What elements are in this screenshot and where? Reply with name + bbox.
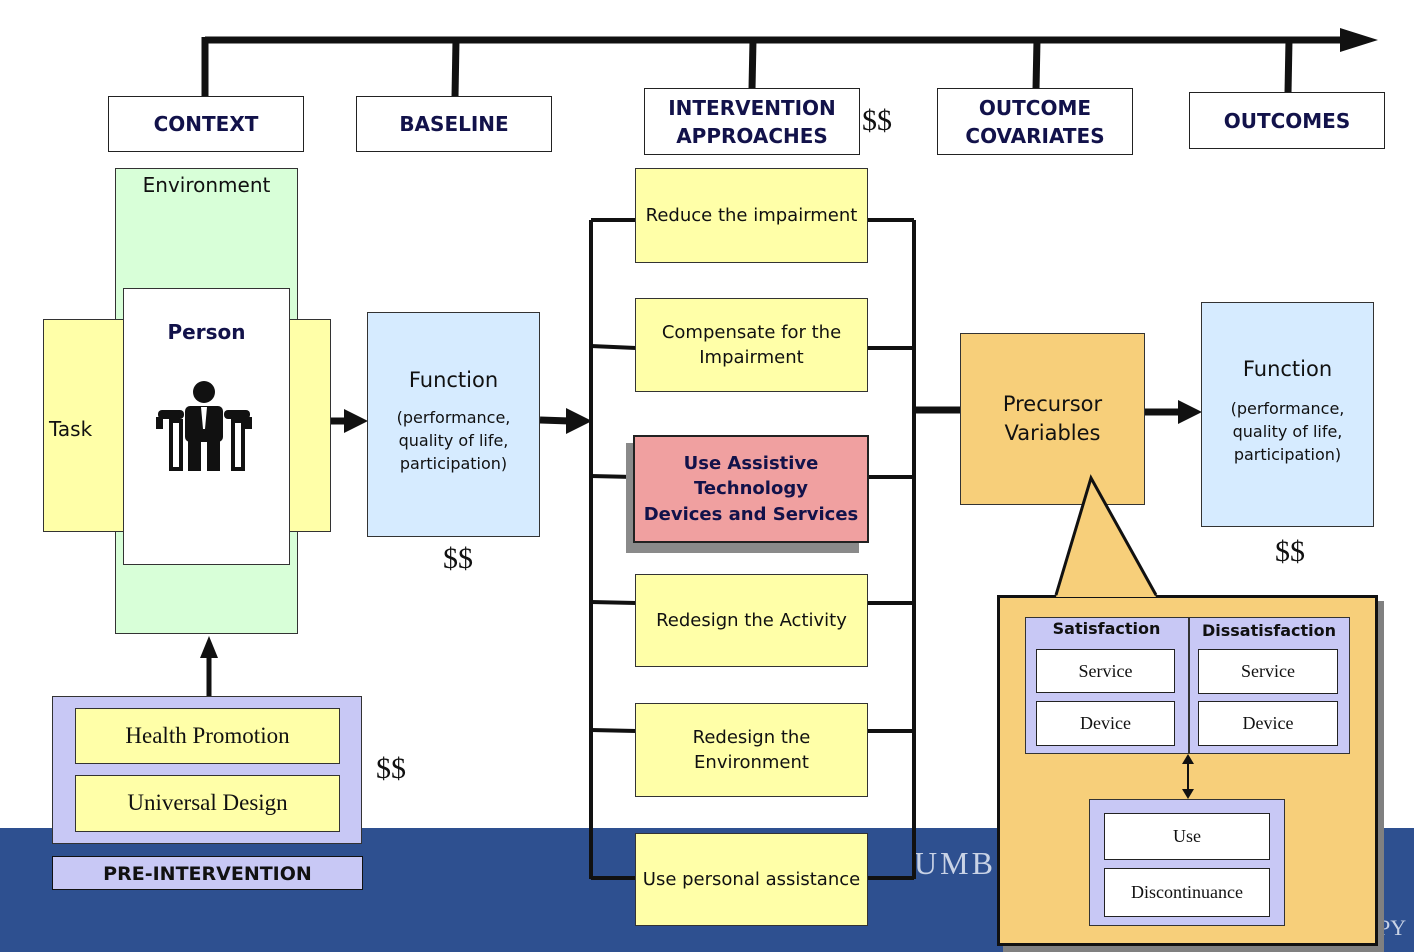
wheelchair-user-icon	[156, 381, 252, 471]
task-label: Task	[49, 417, 93, 441]
outcome-function-title: Function	[1242, 357, 1333, 381]
dissatisfaction-title: Dissatisfaction	[1201, 621, 1337, 640]
header-intervention: INTERVENTION APPROACHES	[644, 88, 860, 155]
footer-text-left: UMB	[914, 845, 996, 881]
baseline-function-box: Function (performance, quality of life, …	[367, 312, 540, 537]
pre-intervention-cost: $$	[376, 752, 406, 785]
baseline-function-detail: (performance, quality of life, participa…	[396, 408, 511, 474]
dissatisfaction-service: Service	[1198, 649, 1338, 694]
health-promotion-box: Health Promotion	[75, 708, 340, 764]
precursor-variables-box: Precursor Variables	[960, 333, 1145, 505]
intervention-assistive-technology: Use Assistive Technology Devices and Ser…	[633, 435, 869, 543]
universal-design-box: Universal Design	[75, 775, 340, 832]
header-context: CONTEXT	[108, 96, 304, 152]
environment-label: Environment	[142, 173, 271, 197]
discontinuance-box: Discontinuance	[1104, 868, 1270, 917]
intervention-compensate-impairment: Compensate for the Impairment	[635, 298, 868, 392]
header-outcomes: OUTCOMES	[1189, 92, 1385, 149]
satisfaction-service: Service	[1036, 649, 1175, 693]
intervention-reduce-impairment: Reduce the impairment	[635, 168, 868, 263]
intervention-redesign-activity: Redesign the Activity	[635, 574, 868, 667]
satisfaction-device: Device	[1036, 701, 1175, 746]
outcome-function-box: Function (performance, quality of life, …	[1201, 302, 1374, 527]
outcome-function-detail: (performance, quality of life, participa…	[1230, 399, 1345, 465]
person-box: Person	[123, 288, 290, 565]
pre-intervention-label: PRE-INTERVENTION	[52, 856, 363, 890]
outcome-function-cost: $$	[1275, 535, 1305, 568]
person-label: Person	[167, 320, 246, 344]
satisfaction-title: Satisfaction	[1052, 619, 1161, 638]
use-box: Use	[1104, 813, 1270, 860]
dissatisfaction-device: Device	[1198, 701, 1338, 746]
header-baseline: BASELINE	[356, 96, 552, 152]
baseline-function-cost: $$	[443, 542, 473, 575]
header-outcome-covariates: OUTCOME COVARIATES	[937, 88, 1133, 155]
baseline-function-title: Function	[408, 368, 499, 392]
intervention-redesign-environment: Redesign the Environment	[635, 703, 868, 797]
intervention-cost: $$	[862, 104, 892, 137]
intervention-personal-assistance: Use personal assistance	[635, 833, 868, 926]
